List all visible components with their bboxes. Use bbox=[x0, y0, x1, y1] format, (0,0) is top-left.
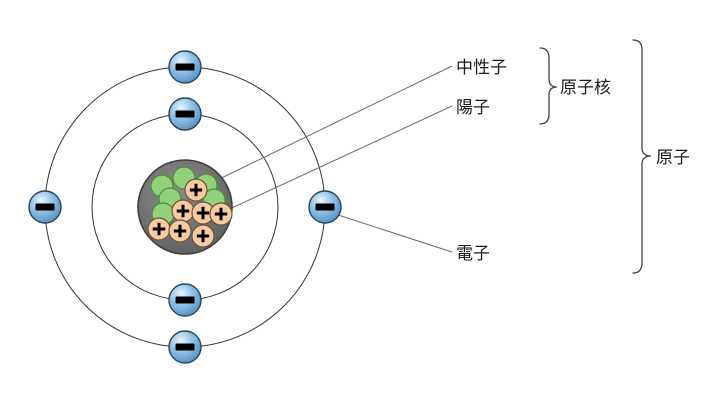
atom-brace bbox=[632, 39, 652, 274]
neutron-label: 中性子 bbox=[456, 58, 507, 78]
proton bbox=[146, 216, 172, 242]
electron-label: 電子 bbox=[456, 244, 490, 264]
proton-label: 陽子 bbox=[456, 98, 490, 118]
proton bbox=[167, 218, 193, 244]
electron bbox=[168, 50, 202, 84]
electron bbox=[168, 283, 202, 317]
nucleus-label: 原子核 bbox=[560, 78, 611, 98]
atom-label: 原子 bbox=[656, 148, 690, 168]
electron bbox=[308, 190, 342, 224]
electron bbox=[168, 97, 202, 131]
nucleus-brace bbox=[539, 47, 558, 125]
proton bbox=[183, 177, 209, 203]
proton-pointer-line bbox=[220, 105, 453, 214]
neutron-pointer-line bbox=[204, 65, 453, 187]
electron bbox=[28, 190, 62, 224]
proton bbox=[190, 223, 216, 249]
proton bbox=[208, 201, 234, 227]
electron bbox=[168, 330, 202, 364]
proton bbox=[170, 198, 196, 224]
electron-pointer-line bbox=[331, 212, 453, 253]
